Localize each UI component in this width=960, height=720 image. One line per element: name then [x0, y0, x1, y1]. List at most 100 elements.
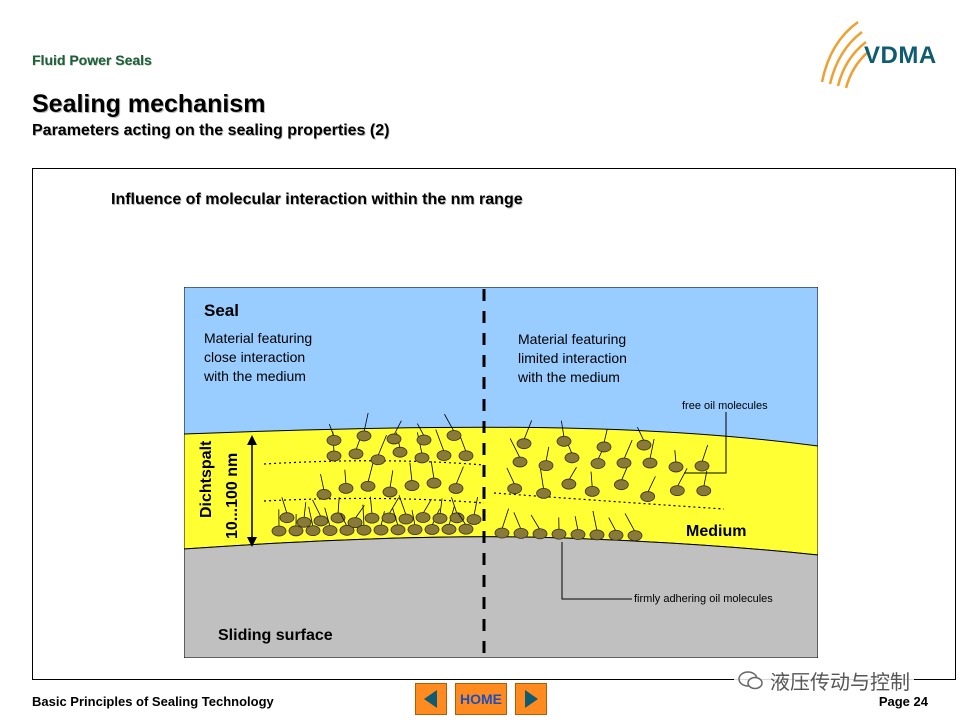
oil-molecule — [370, 454, 386, 466]
watermark-text: 液压传动与控制 — [770, 670, 910, 694]
molecule-tail — [435, 429, 445, 452]
oil-molecule — [356, 524, 372, 536]
oil-molecule — [589, 529, 605, 541]
molecule-tail — [624, 513, 636, 532]
oil-molecule — [279, 512, 295, 524]
left-material-line-3: with the medium — [203, 368, 306, 384]
molecule-tail — [649, 439, 655, 460]
oil-molecule — [360, 480, 376, 492]
molecule-tail — [337, 497, 340, 514]
oil-molecule — [316, 489, 332, 500]
molecule-tail — [392, 508, 399, 526]
molecule-tail — [362, 504, 365, 527]
home-button[interactable]: HOME — [455, 683, 507, 715]
oil-molecule — [404, 480, 420, 491]
right-material-line-2: limited interaction — [518, 350, 627, 366]
oil-molecule — [381, 512, 397, 524]
oil-molecule — [415, 512, 431, 523]
molecule-tail — [701, 444, 709, 463]
oil-molecule — [668, 461, 684, 473]
sealing-diagram: Seal Material featuring close interactio… — [184, 287, 818, 658]
sliding-surface-label: Sliding surface — [218, 627, 333, 644]
oil-molecule — [432, 513, 448, 524]
molecule-tail — [389, 470, 394, 489]
right-material-line-3: with the medium — [517, 369, 620, 385]
molecule-tail — [312, 499, 322, 518]
molecule-tail — [509, 438, 521, 459]
molecule-tail — [455, 466, 464, 485]
previous-slide-button[interactable] — [415, 683, 447, 715]
oil-molecule — [616, 457, 632, 469]
oil-molecule — [392, 446, 408, 458]
oil-molecule — [414, 452, 430, 464]
molecule-tail — [501, 508, 509, 530]
oil-molecule — [356, 430, 372, 442]
oil-molecule — [556, 435, 572, 447]
oil-molecules — [271, 412, 712, 542]
slide-navigation: HOME — [415, 683, 547, 717]
molecule-tail — [398, 495, 407, 516]
oil-molecule — [458, 523, 474, 535]
oil-molecule — [466, 514, 482, 525]
molecule-tail — [523, 420, 533, 440]
molecule-tail — [363, 412, 369, 433]
oil-molecule — [271, 525, 287, 537]
oil-molecule — [373, 524, 389, 536]
oil-molecule — [458, 450, 474, 462]
logo-text: VDMA — [864, 42, 937, 69]
left-material-line-2: close interaction — [204, 349, 305, 365]
adhering-molecules-label: firmly adhering oil molecules — [634, 593, 773, 605]
next-slide-button[interactable] — [515, 683, 547, 715]
page-title: Sealing mechanism — [32, 90, 266, 118]
molecule-tail — [369, 496, 373, 515]
free-molecules-label: free oil molecules — [682, 400, 768, 412]
oil-molecule — [390, 524, 406, 536]
molecule-tail — [409, 462, 413, 482]
oil-molecule — [296, 516, 312, 528]
oil-molecule — [386, 433, 402, 445]
oil-molecule — [364, 512, 380, 524]
arrow-left-icon — [424, 690, 437, 708]
right-material-line-1: Material featuring — [518, 331, 626, 347]
molecule-tail — [623, 440, 633, 460]
gap-size-label: 10...100 nm — [224, 453, 241, 539]
molecule-tail — [444, 413, 455, 432]
oil-molecule — [326, 450, 342, 462]
oil-molecule — [640, 491, 656, 502]
footer-course-title: Basic Principles of Sealing Technology — [32, 694, 274, 709]
oil-molecule — [288, 525, 304, 537]
oil-molecule — [347, 517, 363, 529]
oil-molecule — [398, 513, 414, 525]
medium-label: Medium — [686, 523, 746, 540]
oil-molecule — [382, 486, 398, 498]
gap-label: Dichtspalt — [198, 440, 215, 518]
oil-molecule — [436, 450, 452, 461]
oil-molecule — [339, 524, 355, 536]
page-subtitle: Parameters acting on the sealing propert… — [32, 122, 390, 139]
oil-molecule — [608, 529, 624, 541]
oil-molecule — [424, 524, 440, 535]
oil-molecule — [627, 530, 643, 542]
oil-molecule — [570, 529, 586, 540]
molecule-tail — [513, 512, 522, 530]
seal-label: Seal — [204, 301, 239, 320]
molecule-tail — [592, 510, 598, 531]
oil-molecule — [449, 512, 465, 524]
page-number: Page 24 — [878, 694, 928, 709]
oil-molecule — [512, 456, 528, 468]
arrow-right-icon — [525, 690, 538, 708]
molecule-tail — [377, 434, 387, 456]
oil-molecule — [590, 458, 606, 469]
oil-molecule — [564, 452, 580, 464]
oil-molecule — [494, 527, 510, 539]
oil-molecule — [636, 439, 652, 451]
oil-molecule — [305, 525, 321, 537]
molecule-tail — [430, 461, 435, 480]
oil-molecule — [551, 528, 567, 540]
oil-molecule — [446, 430, 462, 441]
oil-molecule — [338, 483, 354, 494]
oil-molecule — [696, 485, 712, 497]
oil-molecule — [538, 460, 554, 472]
oil-molecule — [561, 478, 577, 490]
chat-bubble-icon — [738, 670, 763, 689]
